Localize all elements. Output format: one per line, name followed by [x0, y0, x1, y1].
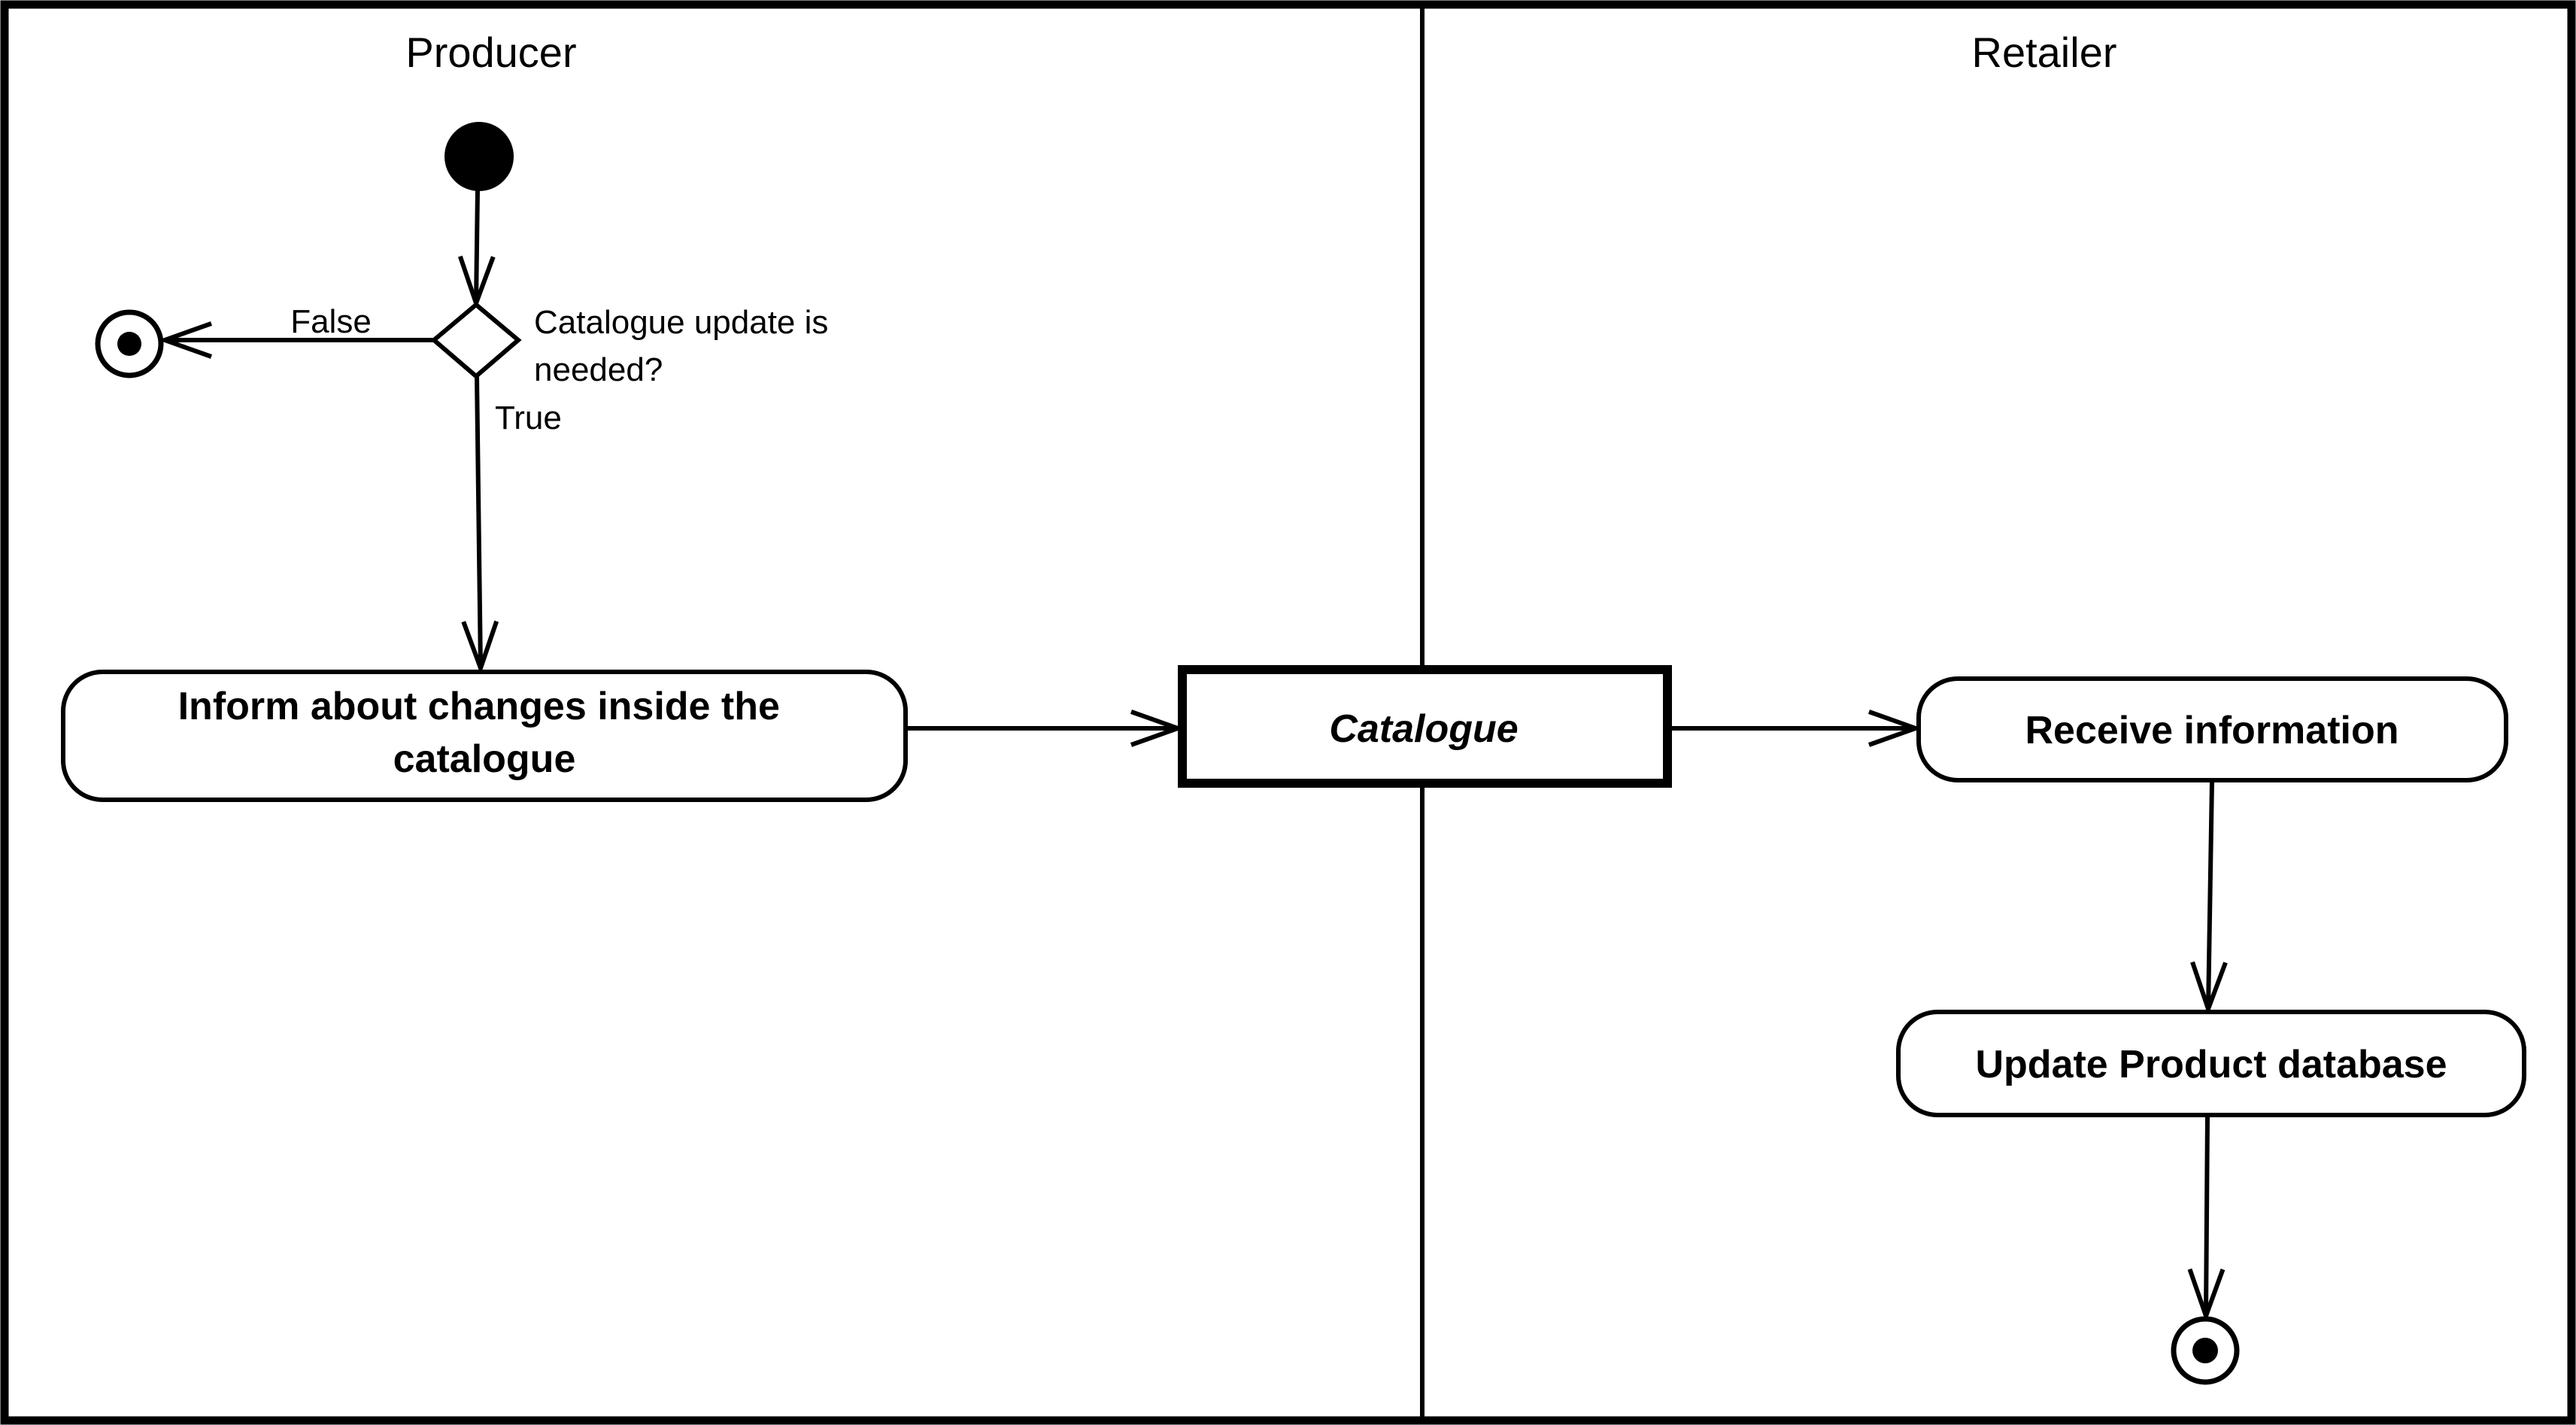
- object-node-catalogue-label: Catalogue: [1329, 707, 1518, 751]
- decision-node: [430, 302, 522, 379]
- lane-title-retailer: Retailer: [1972, 29, 2117, 76]
- decision-question-line-2: needed?: [534, 351, 663, 388]
- object-node-catalogue: [1178, 665, 1672, 788]
- false-edge-label: False: [290, 303, 372, 340]
- activity-receive-label: Receive information: [2025, 709, 2399, 752]
- edge-update-to-final: [2206, 1115, 2207, 1316]
- activity-inform-label-line-1: Inform about changes inside the: [178, 685, 780, 728]
- decision-question-line-1: Catalogue update is: [534, 304, 828, 341]
- edge-initial-to-decision: [476, 189, 478, 303]
- activity-update-label: Update Product database: [1975, 1043, 2447, 1086]
- final-node-dot: [117, 332, 141, 356]
- lane-title-producer: Producer: [405, 29, 576, 76]
- activity-inform: [61, 670, 908, 802]
- activity-inform-label-line-2: catalogue: [393, 737, 576, 781]
- edge-decision-true-to-inform: [477, 375, 481, 668]
- activity-update: [1896, 1010, 2526, 1117]
- flow-final-node-false: [95, 309, 164, 378]
- activity-receive: [1916, 676, 2508, 782]
- final-node-dot: [2192, 1338, 2218, 1363]
- final-node-end: [2171, 1316, 2240, 1385]
- decision-question-label: Catalogue update is needed?: [534, 304, 838, 388]
- edge-receive-to-update: [2208, 780, 2212, 1009]
- true-edge-label: True: [495, 400, 562, 436]
- activity-inform-label: Inform about changes inside the catalogu…: [178, 685, 791, 781]
- initial-node: [445, 122, 514, 191]
